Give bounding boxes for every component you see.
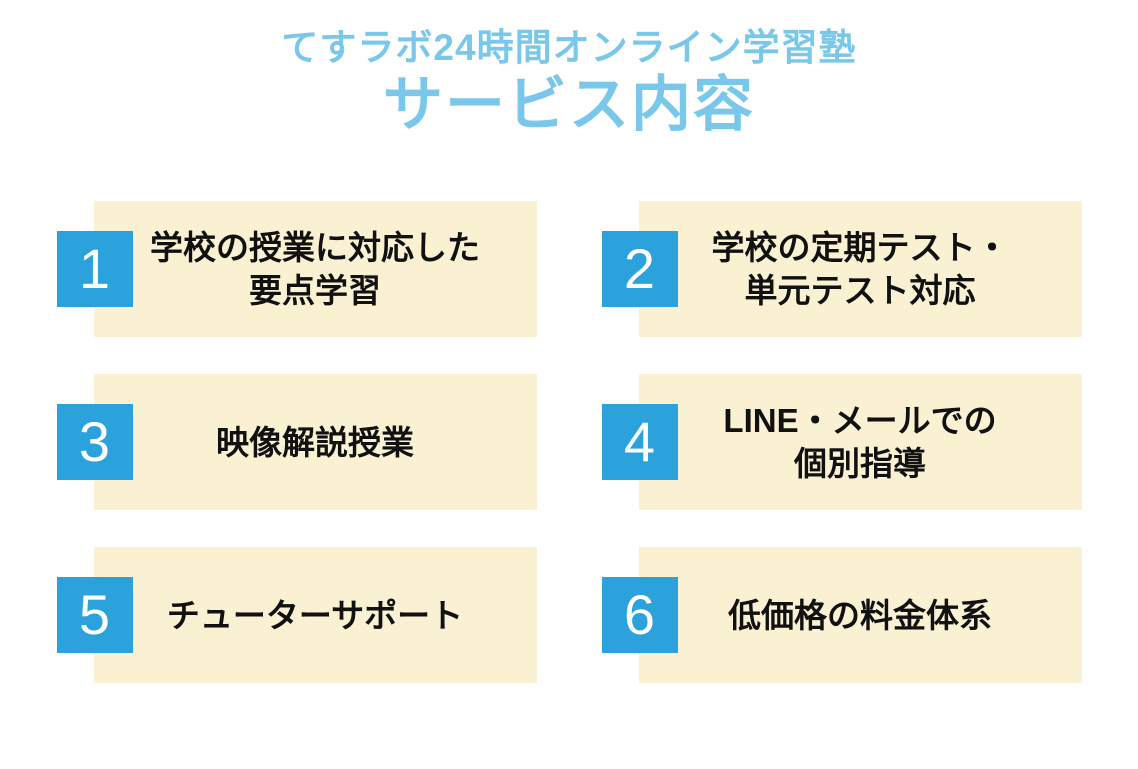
item-number-badge: 6	[601, 577, 678, 654]
service-item-4: LINE・メールでの 個別指導 4	[601, 374, 1082, 511]
service-card: 学校の定期テスト・ 単元テスト対応	[638, 201, 1082, 338]
item-number: 4	[623, 410, 656, 474]
service-card: 学校の授業に対応した 要点学習	[93, 201, 537, 338]
item-number: 1	[78, 237, 111, 301]
service-item-3: 映像解説授業 3	[56, 374, 537, 511]
service-card: 映像解説授業	[93, 374, 537, 511]
item-number-badge: 1	[56, 231, 133, 308]
item-label: 映像解説授業	[216, 423, 414, 461]
item-number-badge: 4	[601, 404, 678, 481]
item-number: 6	[623, 583, 656, 647]
item-number-badge: 5	[56, 577, 133, 654]
item-number: 3	[78, 410, 111, 474]
item-label: チューターサポート	[166, 596, 464, 634]
page-subtitle: サービス内容	[383, 71, 755, 139]
page-title: てすラボ24時間オンライン学習塾	[281, 27, 857, 68]
title-block: てすラボ24時間オンライン学習塾 サービス内容	[0, 26, 1138, 139]
item-label: 低価格の料金体系	[728, 596, 992, 634]
service-grid: 学校の授業に対応した 要点学習 1 学校の定期テスト・ 単元テスト対応 2 映像…	[56, 201, 1082, 684]
service-item-1: 学校の授業に対応した 要点学習 1	[56, 201, 537, 338]
service-card: 低価格の料金体系	[638, 547, 1082, 684]
item-number-badge: 3	[56, 404, 133, 481]
item-number: 2	[623, 237, 656, 301]
item-number-badge: 2	[601, 231, 678, 308]
service-item-6: 低価格の料金体系 6	[601, 547, 1082, 684]
service-card: LINE・メールでの 個別指導	[638, 374, 1082, 511]
item-number: 5	[78, 583, 111, 647]
service-item-2: 学校の定期テスト・ 単元テスト対応 2	[601, 201, 1082, 338]
service-card: チューターサポート	[93, 547, 537, 684]
item-label: 学校の授業に対応した 要点学習	[150, 228, 480, 310]
item-label: LINE・メールでの 個別指導	[723, 401, 997, 483]
service-item-5: チューターサポート 5	[56, 547, 537, 684]
item-label: 学校の定期テスト・ 単元テスト対応	[711, 228, 1009, 310]
